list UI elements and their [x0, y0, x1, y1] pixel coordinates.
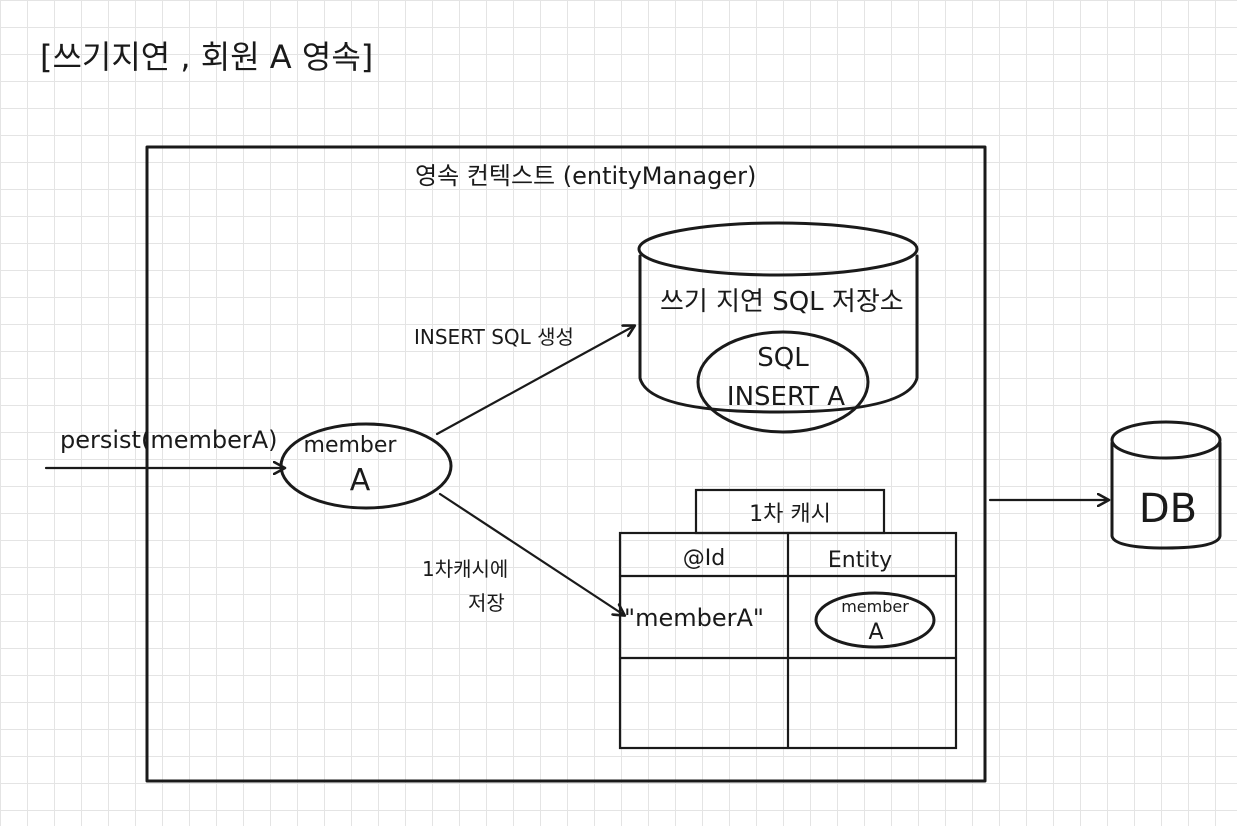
persistence-context-box	[145, 145, 987, 783]
cache-row-entity-line1: member	[841, 597, 909, 616]
sql-entry-line2: INSERT A	[727, 382, 845, 412]
cache-save-label-line2: 저장	[468, 591, 505, 615]
cache-save-label-line1: 1차캐시에	[422, 557, 508, 581]
cache-column-id: @Id	[683, 546, 725, 571]
diagram-title: [쓰기지연 , 회원 A 영속]	[40, 38, 373, 76]
sql-entry-oval	[696, 330, 870, 434]
persist-label: persist(memberA)	[60, 426, 278, 454]
cache-save-arrow	[438, 492, 624, 615]
cache-column-entity: Entity	[828, 548, 892, 573]
db-label: DB	[1139, 486, 1197, 532]
sql-store-cylinder	[637, 221, 919, 414]
cache-row-entity-oval	[814, 591, 936, 649]
insert-sql-arrow	[435, 326, 634, 436]
cache-title: 1차 캐시	[749, 502, 831, 527]
cache-table	[618, 531, 958, 750]
entity-member-a-line2: A	[350, 463, 371, 498]
db-cylinder	[1110, 420, 1222, 550]
sql-entry-line1: SQL	[757, 343, 809, 373]
insert-sql-label: INSERT SQL 생성	[414, 325, 574, 349]
cache-row-entity-line2: A	[868, 620, 883, 645]
cache-row-id: "memberA"	[624, 604, 764, 632]
persistence-context-label: 영속 컨텍스트 (entityManager)	[415, 162, 756, 190]
sql-store-label: 쓰기 지연 SQL 저장소	[660, 287, 904, 317]
entity-member-a-line1: member	[304, 433, 398, 458]
